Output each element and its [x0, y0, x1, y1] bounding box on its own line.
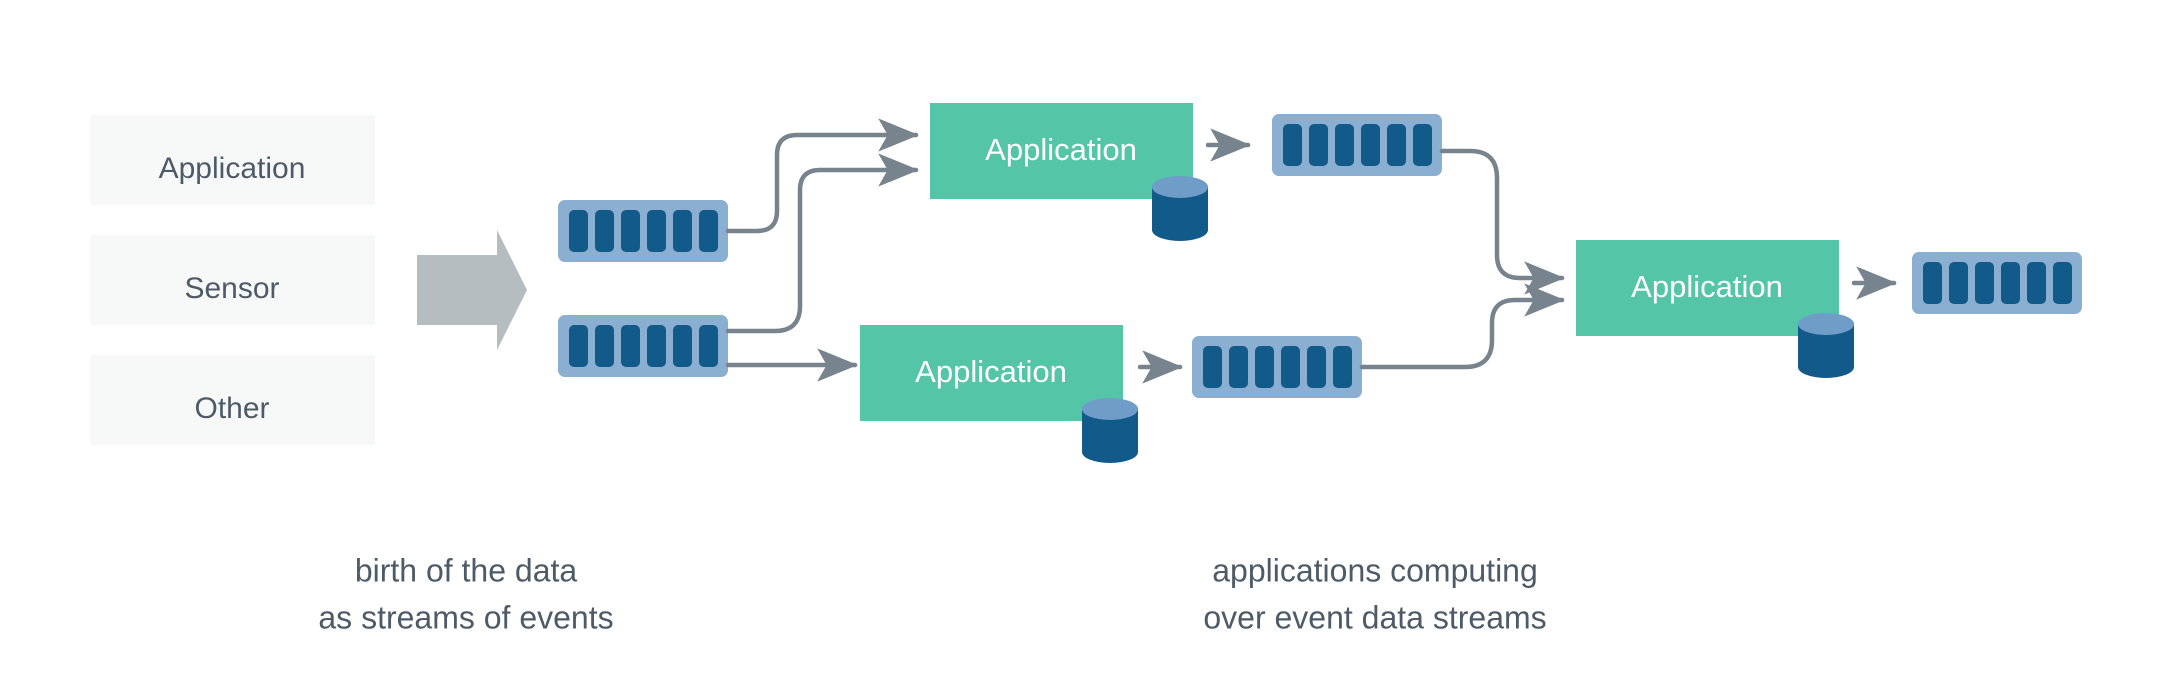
source-list: Application Sensor Other	[90, 115, 375, 445]
caption-right: applications computing over event data s…	[1203, 552, 1546, 635]
source-item-sensor[interactable]: Sensor	[90, 235, 375, 325]
database-icon	[1152, 176, 1208, 241]
application-label: Application	[985, 132, 1137, 167]
application-label: Application	[1631, 269, 1783, 304]
source-item-application[interactable]: Application	[90, 115, 375, 205]
stream-app1-out[interactable]	[1272, 114, 1442, 176]
caption-left-line1: birth of the data	[355, 552, 578, 588]
database-icon	[1798, 313, 1854, 378]
application-3[interactable]: Application	[1576, 240, 1854, 378]
stream-source-2[interactable]	[558, 315, 728, 377]
caption-left: birth of the data as streams of events	[318, 552, 613, 635]
stream-source-1[interactable]	[558, 200, 728, 262]
application-label: Application	[915, 354, 1067, 389]
stream-app3-out[interactable]	[1912, 252, 2082, 314]
connector-group-left	[725, 118, 919, 382]
source-label: Sensor	[184, 272, 279, 305]
connector-stream-app1out-to-app3	[1439, 148, 1565, 295]
connector-group-merge	[1359, 148, 1565, 370]
source-label: Other	[194, 392, 269, 425]
database-icon	[1082, 398, 1138, 463]
source-item-other[interactable]: Other	[90, 355, 375, 445]
application-1[interactable]: Application	[930, 103, 1208, 241]
caption-right-line1: applications computing	[1212, 552, 1538, 588]
block-arrow-icon	[417, 230, 527, 350]
caption-left-line2: as streams of events	[318, 599, 613, 635]
application-2[interactable]: Application	[860, 325, 1138, 463]
source-label: Application	[159, 152, 306, 185]
connector-stream1-to-app1	[725, 118, 919, 234]
stream-app2-out[interactable]	[1192, 336, 1362, 398]
connector-stream-app2out-to-app3	[1359, 283, 1565, 370]
connector-stream2-to-app1	[725, 153, 919, 334]
caption-right-line2: over event data streams	[1203, 599, 1546, 635]
